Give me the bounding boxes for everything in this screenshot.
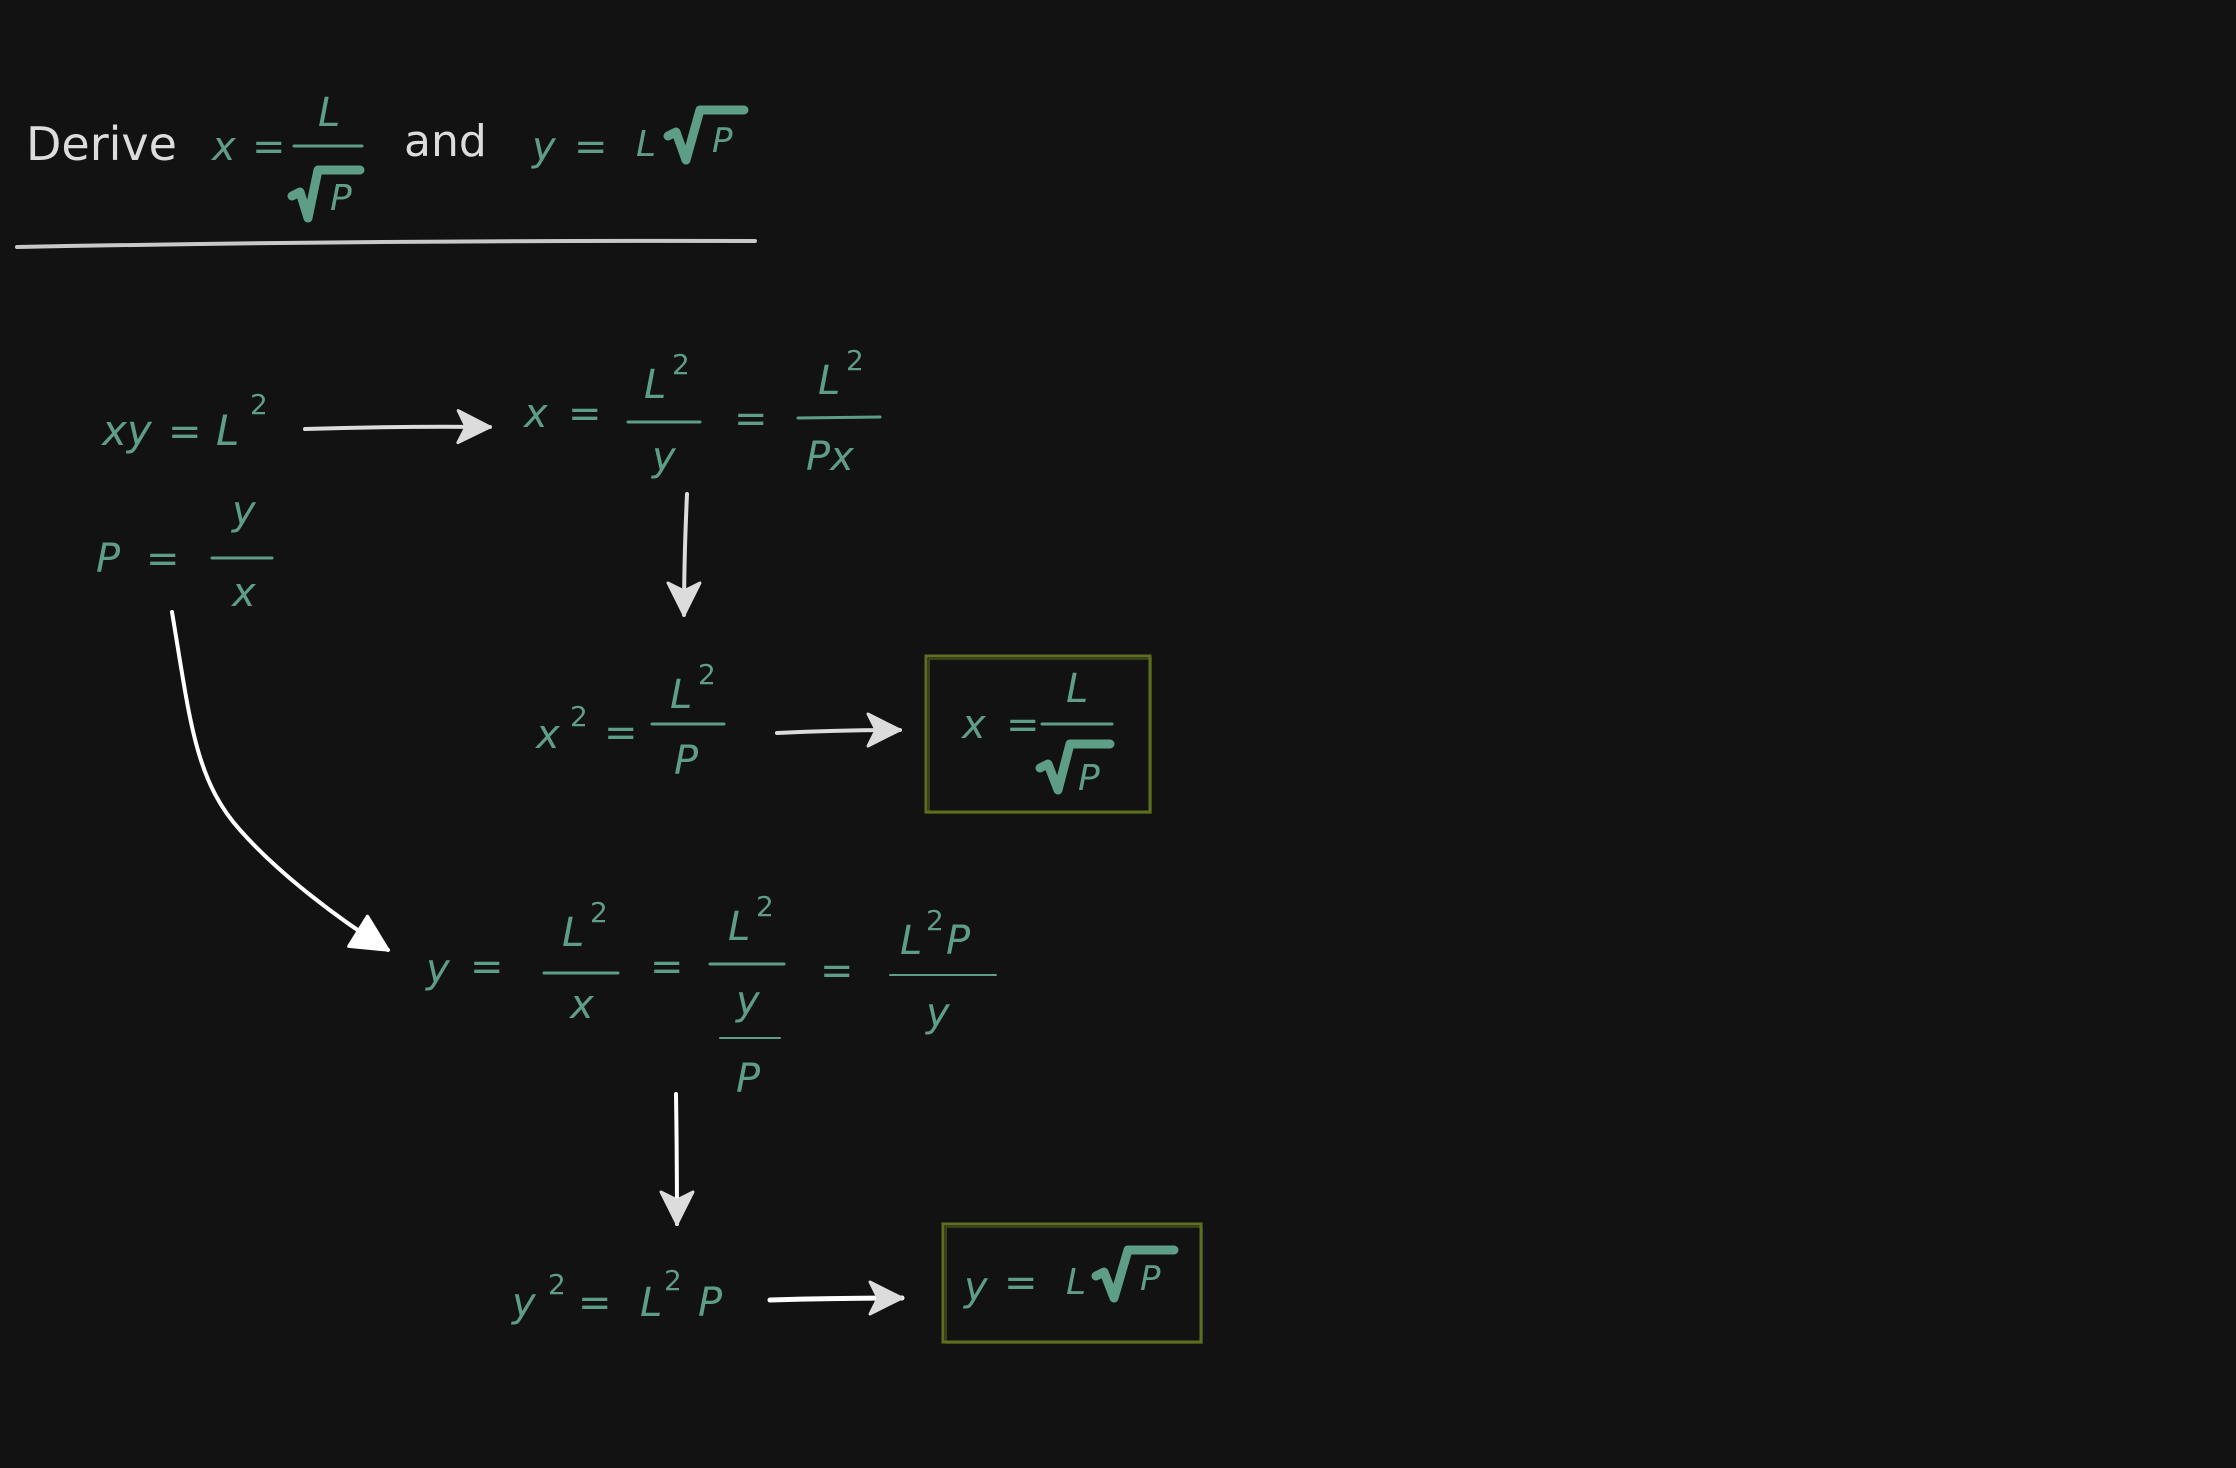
result-box-y-frame-offset [945,1226,1203,1344]
row4-f2-den-y: y [735,978,761,1024]
row1-xy: xy [100,406,153,455]
row2-den-x: x [230,570,256,616]
row4-y: y [425,946,451,992]
result-box-y-frame [941,1222,1203,1344]
equation-x-squared-equals-l-squared-over-p: x 2 = L 2 P [534,658,726,784]
row1-num2-l: L [818,358,840,404]
row1-den-y: y [651,434,677,480]
row4-f3-num-sq: 2 [926,904,944,937]
arrow-icon [767,1280,905,1316]
row3-num-sq: 2 [698,658,716,691]
row1-equals: = [168,409,202,455]
result-y-var: y [963,1264,989,1310]
row3-x: x [534,712,560,758]
row5-y: y [511,1280,537,1326]
row5-l: L [640,1280,662,1326]
row4-f1-num-l: L [562,910,584,956]
sqrt-symbol-icon [663,105,749,165]
row3-equals: = [604,710,638,756]
row4-f1-num-sq: 2 [590,896,608,929]
title-x-var: x [210,124,236,170]
result-box-x-frame-offset [928,658,1152,814]
row1-num-sq: 2 [672,348,690,381]
row4-equals-1: = [470,944,504,990]
equation-p-equals-y-over-x: P = y x [96,488,274,616]
row3-num-l: L [670,672,692,718]
row3-x-square: 2 [570,700,588,733]
title-y-p: P [712,121,733,161]
title-derive-word: Derive [26,117,177,171]
row4-f2-den-p: P [736,1056,761,1102]
sqrt-symbol-icon [287,165,365,223]
arrow-icon [303,409,492,445]
result-x-num-l: L [1066,666,1088,712]
row1-x-equals: = [568,391,602,437]
row2-p: P [96,536,121,582]
result-x-equals: = [1006,702,1040,748]
result-box-y: y = L P [941,1222,1203,1344]
row4-f3-num-p: P [946,918,971,964]
row2-equals: = [146,536,180,582]
row4-f2-num-l: L [728,904,750,950]
row2-num-y: y [231,488,257,534]
result-y-l: L [1066,1262,1086,1303]
arrow-icon [775,712,902,748]
equation-y-squared-equals-l-squared-p: y 2 = L 2 P [511,1264,723,1326]
row1-l: L [216,406,239,455]
row4-f3-den-y: y [925,990,951,1036]
result-y-p: P [1140,1259,1161,1299]
equation-xy-equals-l-squared: xy = L 2 [100,388,268,455]
row5-y-square: 2 [548,1268,566,1301]
row4-f2-num-sq: 2 [756,890,774,923]
row4-f3-num-l: L [900,918,922,964]
title-x-numerator-l: L [318,90,340,136]
result-y-equals: = [1004,1260,1038,1306]
title-line: Derive x = L P and y = L P [26,90,749,223]
arrow-icon [659,1092,695,1226]
row1-x-var: x [522,391,548,437]
title-x-equals: = [252,124,286,170]
sqrt-symbol-icon [1035,739,1115,795]
title-y-var: y [531,124,557,170]
equation-x-equals-l-squared-over-y: x = L 2 y = L 2 Px [522,344,882,480]
result-box-x-frame [924,654,1152,814]
row4-equals-3: = [820,948,854,994]
row1-square: 2 [250,388,268,421]
arrow-icon [170,610,390,952]
row5-p: P [698,1280,723,1326]
row1-den-px: Px [806,434,854,480]
title-y-equals: = [574,124,608,170]
row1-equals-2: = [734,396,768,442]
arrow-icon [666,492,702,617]
row4-f1-den-x: x [568,982,594,1028]
row4-equals-2: = [650,944,684,990]
title-y-l: L [636,124,656,165]
row1-fraction-bar-2 [796,415,882,420]
row5-equals: = [578,1280,612,1326]
title-underline [15,238,757,249]
row1-num2-sq: 2 [846,344,864,377]
row1-num-l: L [644,362,666,408]
row5-l-square: 2 [664,1264,682,1297]
result-box-x: x = L P [924,654,1152,814]
sqrt-symbol-icon [1091,1245,1179,1303]
equation-y-derivation: y = L 2 x = L 2 y P = L 2 P y [425,890,997,1102]
title-x-denominator-p: P [330,178,352,219]
title-and-word: and [404,116,487,167]
result-x-var: x [960,702,986,748]
row3-den-p: P [674,738,699,784]
result-x-den-p: P [1078,758,1100,799]
